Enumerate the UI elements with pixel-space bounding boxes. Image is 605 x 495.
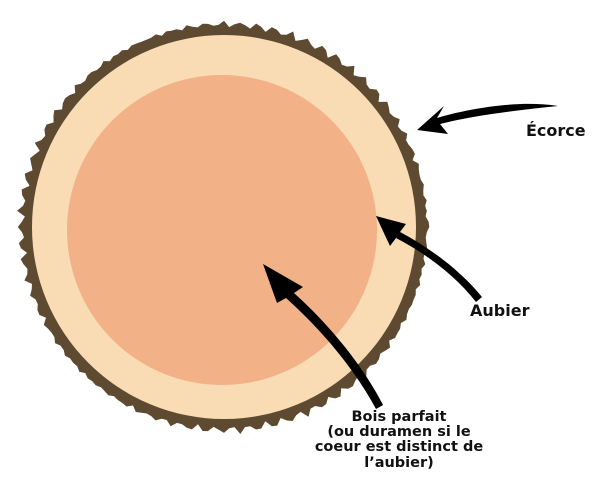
bark-arrow	[417, 103, 558, 134]
heartwood-label-line-4: l’aubier)	[364, 454, 434, 471]
sapwood-label: Aubier	[470, 301, 530, 320]
heartwood-arrow	[263, 264, 383, 409]
heartwood-label-line-3: coeur est distinct de	[314, 439, 484, 456]
sapwood-arrow	[376, 216, 482, 302]
heartwood-label-line-2: (ou duramen si le	[327, 424, 471, 441]
bark-label: Écorce	[526, 121, 586, 140]
heartwood-label: Bois parfait (ou duramen si le coeur est…	[308, 409, 490, 471]
heartwood-label-line-1: Bois parfait	[351, 409, 447, 425]
